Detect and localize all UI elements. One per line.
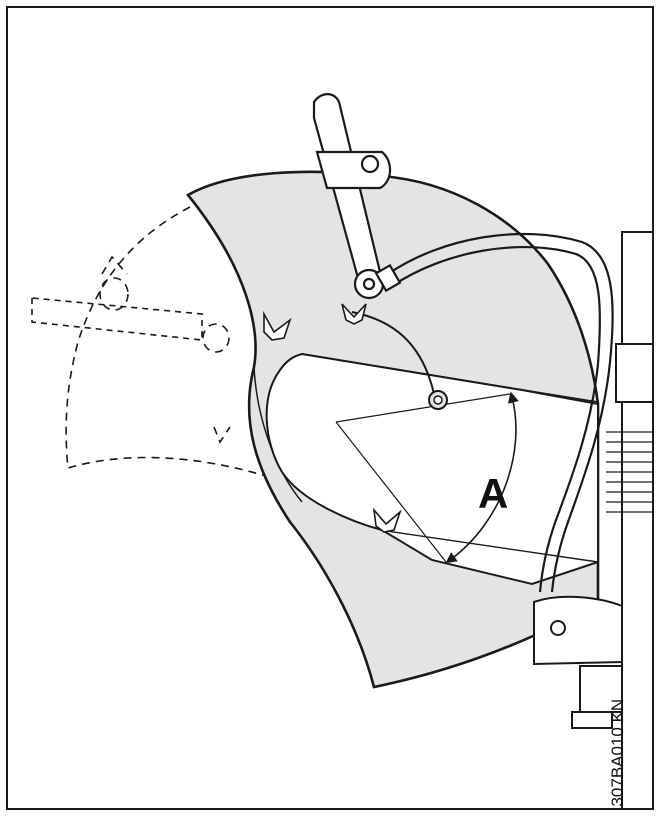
angle-construction	[335, 391, 519, 564]
wing-nut-bottom	[372, 507, 402, 533]
adjustment-lever	[312, 93, 392, 300]
angle-label: A	[478, 470, 509, 517]
wing-nut-top	[341, 303, 367, 325]
guard-adjustment-drawing	[31, 93, 652, 808]
guard-alternate-position	[31, 206, 267, 477]
wing-nut-middle	[263, 310, 292, 341]
diagram-frame: A 1307BA010 KN	[6, 6, 654, 810]
drawing-code: 1307BA010 KN	[608, 698, 627, 810]
water-hose	[374, 232, 614, 593]
motor-housing	[533, 231, 652, 808]
hose-clip-line	[351, 311, 435, 395]
